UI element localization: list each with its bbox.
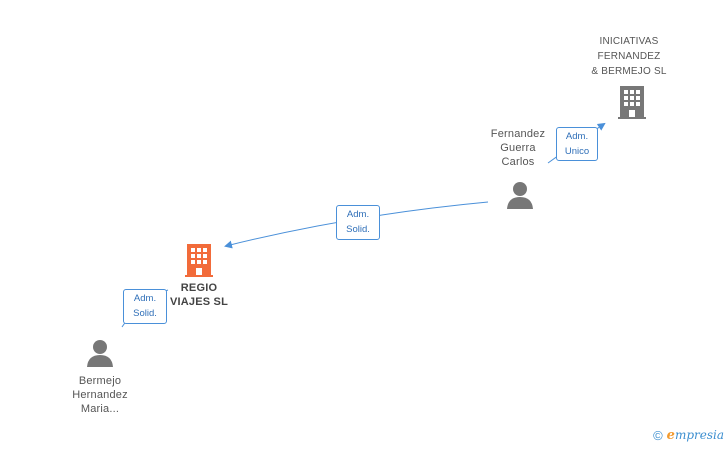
label-line: Maria... (80, 403, 120, 415)
badge-line: Solid. (346, 224, 370, 235)
badge-line: Solid. (133, 308, 157, 319)
person-label-fernandez[interactable]: Fernandez Guerra Carlos (482, 127, 554, 169)
footer-brand: © empresia (653, 428, 724, 443)
logo-text: mpresia (674, 428, 724, 442)
label-line: & BERMEJO SL (591, 66, 667, 77)
company-label-iniciativas[interactable]: INICIATIVAS FERNANDEZ & BERMEJO SL (578, 34, 680, 79)
building-icon[interactable] (616, 84, 648, 120)
company-label-regio-viajes[interactable]: REGIO VIAJES SL (158, 281, 240, 309)
badge-line: Adm. (565, 131, 589, 142)
badge-line: Adm. (133, 293, 157, 304)
building-icon-highlighted[interactable] (183, 242, 215, 278)
label-line: Hernandez (72, 389, 128, 401)
label-line: FERNANDEZ (597, 51, 661, 62)
label-line: VIAJES SL (169, 296, 229, 308)
label-line: Fernandez (490, 128, 546, 140)
badge-line: Unico (564, 146, 590, 157)
person-label-bermejo[interactable]: Bermejo Hernandez Maria... (58, 374, 142, 416)
copyright-icon: © (653, 428, 663, 443)
label-line: INICIATIVAS (599, 36, 659, 47)
relation-badge-adm-solid-fernandez[interactable]: Adm. Solid. (336, 205, 380, 240)
badge-line: Adm. (346, 209, 370, 220)
label-line: Bermejo (78, 375, 122, 387)
logo-initial: e (666, 428, 675, 443)
relation-badge-adm-unico[interactable]: Adm. Unico (556, 127, 598, 161)
empresia-logo[interactable]: empresia (667, 428, 724, 443)
person-icon[interactable] (85, 338, 115, 368)
relation-badge-adm-solid-bermejo[interactable]: Adm. Solid. (123, 289, 167, 324)
label-line: Guerra (500, 142, 536, 154)
label-line: REGIO (180, 282, 218, 294)
label-line: Carlos (501, 156, 535, 168)
person-icon[interactable] (505, 180, 535, 210)
